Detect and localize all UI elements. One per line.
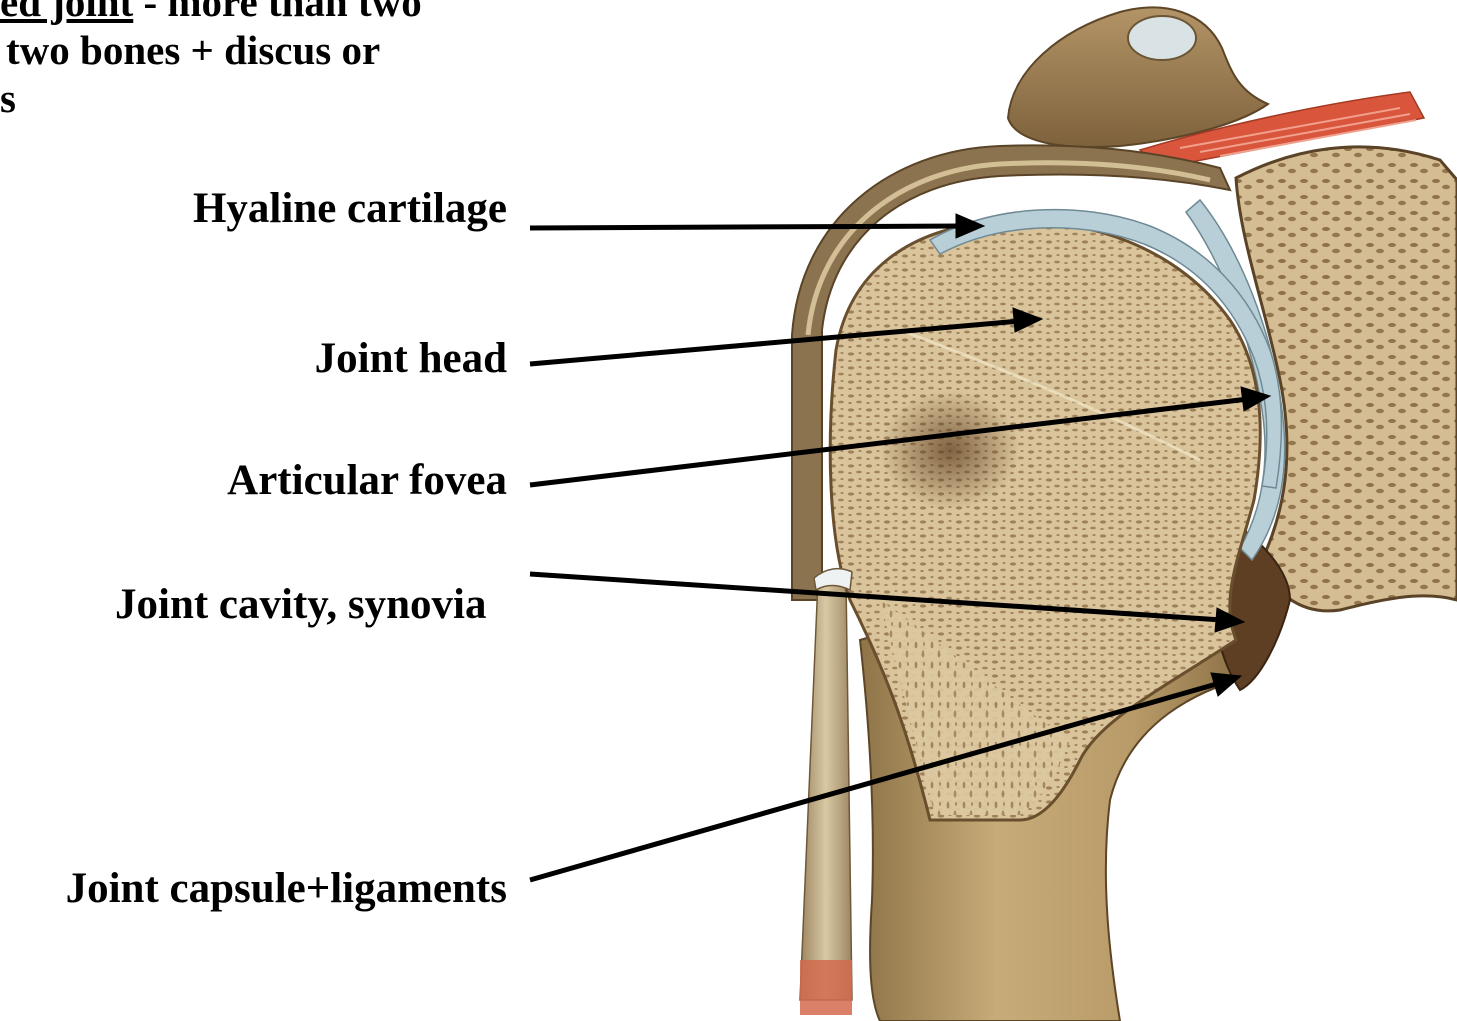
humeral-head-stain	[880, 390, 1020, 510]
label-articular-fovea: Articular fovea	[227, 456, 507, 506]
label-joint-capsule: Joint capsule+ligaments	[66, 864, 507, 914]
acromion-cut-surface	[1128, 16, 1196, 60]
arrow-hyaline-cartilage	[530, 226, 962, 228]
biceps-tendon-tip	[800, 960, 852, 1015]
label-joint-head: Joint head	[315, 334, 507, 384]
label-joint-cavity: Joint cavity, synovia	[115, 580, 487, 630]
label-hyaline-cartilage: Hyaline cartilage	[193, 184, 507, 234]
